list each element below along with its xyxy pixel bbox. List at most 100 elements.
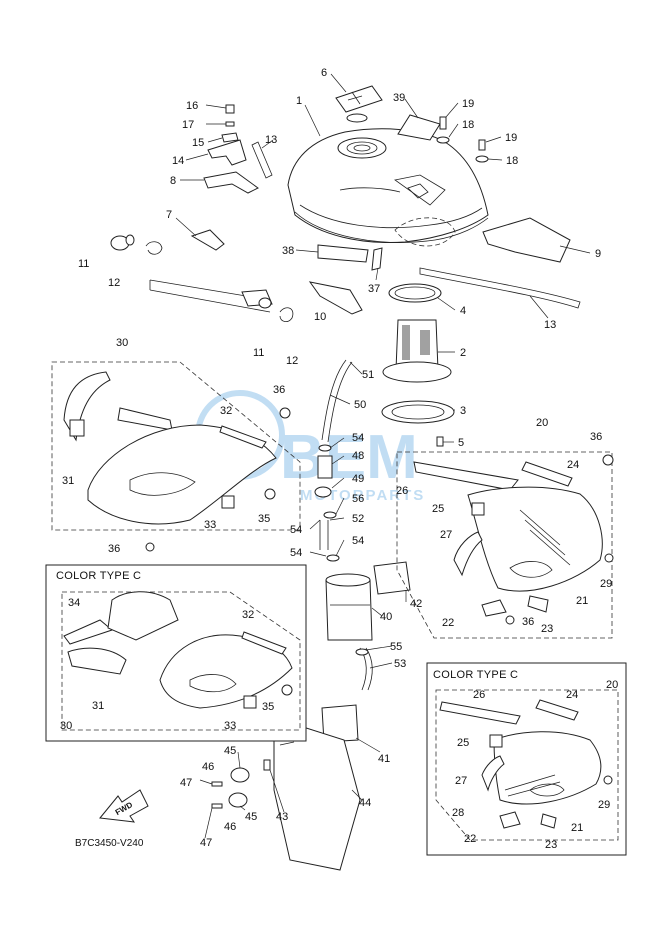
callout-22a: 22 bbox=[442, 617, 454, 629]
callout-33b: 33 bbox=[224, 720, 236, 732]
callout-37: 37 bbox=[368, 283, 380, 295]
seal-plate bbox=[317, 244, 369, 263]
fuel-tank bbox=[287, 128, 489, 247]
callout-7: 7 bbox=[166, 209, 172, 221]
fwd-arrow-icon: FWD bbox=[99, 789, 149, 823]
callout-5: 5 bbox=[458, 437, 464, 449]
callout-47a: 47 bbox=[180, 777, 192, 789]
callout-31a: 31 bbox=[62, 475, 74, 487]
callout-42: 42 bbox=[410, 598, 422, 610]
diagram-code: B7C3450-V240 bbox=[75, 838, 144, 849]
callout-48: 48 bbox=[352, 450, 364, 462]
callout-49: 49 bbox=[352, 473, 364, 485]
callout-21a: 21 bbox=[576, 595, 588, 607]
callout-12b: 12 bbox=[286, 355, 298, 367]
callout-54a: 54 bbox=[352, 432, 364, 444]
trim-strip bbox=[419, 267, 581, 309]
callout-33a: 33 bbox=[204, 519, 216, 531]
callout-20b: 20 bbox=[606, 679, 618, 691]
callout-11b: 11 bbox=[253, 347, 264, 359]
callout-44: 44 bbox=[359, 797, 371, 809]
callout-46b: 46 bbox=[224, 821, 236, 833]
callout-34: 34 bbox=[68, 597, 80, 609]
callout-21b: 21 bbox=[571, 822, 583, 834]
bolt-set-right bbox=[436, 116, 489, 163]
side-cover-small bbox=[482, 217, 571, 263]
callout-20a: 20 bbox=[536, 417, 548, 429]
callout-36d: 36 bbox=[522, 616, 534, 628]
watermark-brand: BEM bbox=[280, 423, 418, 492]
callout-29b: 29 bbox=[598, 799, 610, 811]
callout-47b: 47 bbox=[200, 837, 212, 849]
callout-54b: 54 bbox=[290, 524, 302, 536]
callout-46a: 46 bbox=[202, 761, 214, 773]
callout-6: 6 bbox=[321, 67, 327, 79]
color-type-c-right: COLOR TYPE C bbox=[426, 662, 627, 856]
callout-31b: 31 bbox=[92, 700, 104, 712]
callout-43: 43 bbox=[276, 811, 288, 823]
callout-54c: 54 bbox=[290, 547, 302, 559]
callout-22b: 22 bbox=[464, 833, 476, 845]
callout-24b: 24 bbox=[566, 689, 578, 701]
callout-55: 55 bbox=[390, 641, 402, 653]
callout-24a: 24 bbox=[567, 459, 579, 471]
callout-29a: 29 bbox=[600, 578, 612, 590]
callout-50: 50 bbox=[354, 399, 366, 411]
callout-16: 16 bbox=[186, 100, 198, 112]
callout-27b: 27 bbox=[455, 775, 467, 787]
callout-53: 53 bbox=[394, 658, 406, 670]
bracket-10 bbox=[308, 281, 363, 315]
callout-28: 28 bbox=[452, 807, 464, 819]
watermark: BEM MOTORPARTS bbox=[195, 390, 423, 504]
callout-32b: 32 bbox=[242, 609, 254, 621]
callout-26a: 26 bbox=[396, 485, 408, 497]
callout-19a: 19 bbox=[462, 98, 474, 110]
callout-17: 17 bbox=[182, 119, 194, 131]
callout-18b: 18 bbox=[506, 155, 518, 167]
right-side-panel bbox=[396, 451, 614, 639]
callout-9: 9 bbox=[595, 248, 601, 260]
callout-10: 10 bbox=[314, 311, 326, 323]
callout-45b: 45 bbox=[245, 811, 257, 823]
canister bbox=[325, 561, 411, 641]
callout-32a: 32 bbox=[220, 405, 232, 417]
callout-12a: 12 bbox=[108, 277, 120, 289]
callout-38: 38 bbox=[282, 245, 294, 257]
callout-36a: 36 bbox=[273, 384, 285, 396]
callout-54d: 54 bbox=[352, 535, 364, 547]
color-type-c-left: COLOR TYPE C bbox=[45, 564, 307, 742]
color-type-label-right: COLOR TYPE C bbox=[433, 669, 518, 681]
callout-51: 51 bbox=[362, 369, 374, 381]
callout-41: 41 bbox=[378, 753, 390, 765]
callout-1: 1 bbox=[296, 95, 302, 107]
clip bbox=[371, 247, 383, 271]
callout-11a: 11 bbox=[78, 258, 89, 270]
callout-2: 2 bbox=[460, 347, 466, 359]
callout-4: 4 bbox=[460, 305, 466, 317]
callout-36b: 36 bbox=[108, 543, 120, 555]
callouts: 1 2 3 4 5 6 7 8 9 10 11 11 12 12 13 13 1… bbox=[60, 67, 618, 851]
callout-19b: 19 bbox=[505, 132, 517, 144]
callout-36c: 36 bbox=[590, 431, 602, 443]
callout-35a: 35 bbox=[258, 513, 270, 525]
leader-lines bbox=[175, 73, 591, 839]
callout-15: 15 bbox=[192, 137, 204, 149]
callout-3: 3 bbox=[460, 405, 466, 417]
lower-cover-group bbox=[211, 704, 361, 871]
callout-14: 14 bbox=[172, 155, 184, 167]
callout-45a: 45 bbox=[224, 745, 236, 757]
fuel-pump-group bbox=[381, 283, 455, 447]
callout-23b: 23 bbox=[545, 839, 557, 851]
callout-13b: 13 bbox=[544, 319, 556, 331]
color-type-label-left: COLOR TYPE C bbox=[56, 570, 141, 582]
callout-18a: 18 bbox=[462, 119, 474, 131]
callout-25a: 25 bbox=[432, 503, 444, 515]
callout-23a: 23 bbox=[541, 623, 553, 635]
callout-52: 52 bbox=[352, 513, 364, 525]
callout-13a: 13 bbox=[265, 134, 277, 146]
mount-left bbox=[110, 234, 294, 322]
callout-39: 39 bbox=[393, 92, 405, 104]
hose-filter-group bbox=[314, 359, 373, 691]
callout-30a: 30 bbox=[116, 337, 128, 349]
